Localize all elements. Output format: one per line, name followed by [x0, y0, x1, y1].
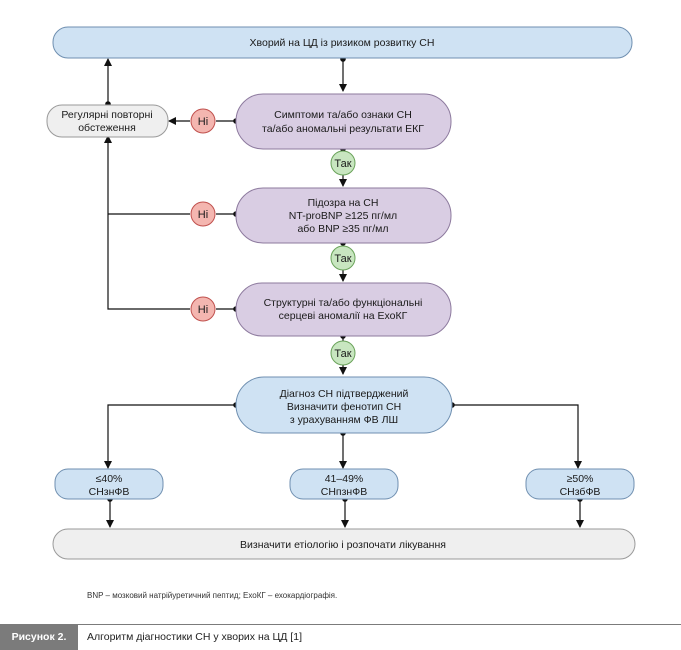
caption-label: Рисунок 2. — [0, 624, 78, 650]
node-diagnosis-line3: з урахуванням ФВ ЛШ — [290, 414, 398, 426]
no-circle-3: Ні — [190, 296, 216, 322]
node-diagnosis-line2: Визначити фенотип СН — [287, 401, 401, 413]
no-circle-2: Ні — [190, 201, 216, 227]
yes-label: Так — [334, 253, 351, 265]
node-structural: Структурні та/або функціональні серцеві … — [235, 282, 452, 337]
node-phenotype-right-line2: СНзбФВ — [560, 486, 601, 498]
node-phenotype-left: ≤40% СНзнФВ — [54, 468, 164, 500]
node-suspicion-line1: Підозра на СН — [308, 197, 379, 209]
node-diagnosis: Діагноз СН підтверджений Визначити фенот… — [235, 376, 453, 434]
connectors — [104, 58, 584, 528]
footnote: BNP – мозковий натрійуретичний пептид; Е… — [87, 591, 338, 600]
arrow-diagnosis-to-left — [104, 404, 236, 469]
no-label: Ні — [198, 304, 208, 316]
node-final: Визначити етіологію і розпочати лікуванн… — [52, 528, 636, 560]
node-phenotype-right-line1: ≥50% — [567, 473, 594, 485]
arrow-no3-to-reexam — [104, 135, 190, 310]
node-diagnosis-line1: Діагноз СН підтверджений — [280, 388, 409, 400]
node-phenotype-left-line1: ≤40% — [96, 473, 123, 485]
node-structural-line2: серцеві аномалії на ЕхоКГ — [279, 310, 408, 322]
node-suspicion-line3: або BNP ≥35 пг/мл — [297, 223, 388, 235]
node-top: Хворий на ЦД із ризиком розвитку СН — [52, 26, 633, 59]
caption-text: Алгоритм діагностики СН у хворих на ЦД [… — [87, 631, 302, 643]
node-reexam-line1: Регулярні повторні — [61, 109, 152, 121]
no-circle-1: Ні — [190, 108, 216, 134]
node-phenotype-mid-line2: СНпзнФВ — [321, 486, 367, 498]
yes-circle-2: Так — [330, 245, 356, 271]
arrow-diagnosis-to-right — [452, 404, 582, 469]
node-symptoms-line2: та/або аномальні результати ЕКГ — [262, 123, 424, 135]
no-label: Ні — [198, 209, 208, 221]
node-suspicion: Підозра на СН NT-proBNP ≥125 пг/мл або B… — [235, 187, 452, 244]
caption-divider — [78, 624, 681, 625]
figure-caption: Рисунок 2. Алгоритм діагностики СН у хво… — [0, 624, 681, 650]
node-top-text: Хворий на ЦД із ризиком розвитку СН — [250, 37, 435, 49]
node-reexam: Регулярні повторні обстеження — [46, 104, 169, 138]
node-reexam-line2: обстеження — [78, 122, 136, 134]
node-phenotype-mid-line1: 41–49% — [325, 473, 364, 485]
node-final-text: Визначити етіологію і розпочати лікуванн… — [240, 539, 446, 551]
no-label: Ні — [198, 116, 208, 128]
yes-circle-1: Так — [330, 150, 356, 176]
yes-circle-3: Так — [330, 340, 356, 366]
node-phenotype-mid: 41–49% СНпзнФВ — [289, 468, 399, 500]
node-phenotype-left-line2: СНзнФВ — [89, 486, 130, 498]
node-symptoms-line1: Симптоми та/або ознаки СН — [274, 109, 412, 121]
node-structural-line1: Структурні та/або функціональні — [264, 297, 423, 309]
yes-label: Так — [334, 348, 351, 360]
yes-label: Так — [334, 158, 351, 170]
node-suspicion-line2: NT-proBNP ≥125 пг/мл — [289, 210, 397, 222]
node-phenotype-right: ≥50% СНзбФВ — [525, 468, 635, 500]
node-symptoms: Симптоми та/або ознаки СН та/або аномаль… — [235, 93, 452, 150]
